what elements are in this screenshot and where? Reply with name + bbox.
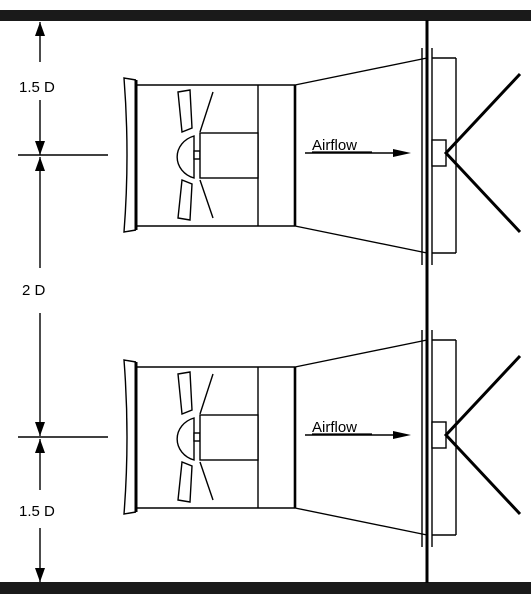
airflow-label: Airflow [312, 137, 357, 154]
dimension-bottom [35, 439, 45, 582]
discharge-hood [443, 354, 522, 516]
dimension-top [35, 22, 45, 155]
inlet-bell [123, 359, 137, 515]
fan-blade-upper [177, 371, 193, 415]
fan-hub [176, 417, 195, 461]
fan-shaft [193, 432, 201, 442]
fan-blade-upper [177, 89, 193, 133]
airflow-label: Airflow [312, 419, 357, 436]
fan-assembly [123, 330, 522, 547]
damper-block [431, 421, 447, 449]
dimension-label-top: 1.5 D [19, 79, 55, 96]
dimension-middle [35, 157, 45, 436]
fan-motor [199, 414, 259, 461]
inlet-bell [123, 77, 137, 233]
fan-assembly [123, 48, 522, 265]
dimension-label-middle: 2 D [22, 282, 46, 299]
fan-shaft [193, 150, 201, 160]
damper-block [431, 139, 447, 167]
ceiling-plate [0, 10, 531, 21]
dimension-label-bottom: 1.5 D [19, 503, 55, 520]
fan-blade-lower [177, 461, 193, 503]
fan-blade-lower [177, 179, 193, 221]
fan-hub [176, 135, 195, 179]
fan-motor [199, 132, 259, 179]
discharge-hood [443, 72, 522, 234]
floor-plate [0, 582, 531, 594]
